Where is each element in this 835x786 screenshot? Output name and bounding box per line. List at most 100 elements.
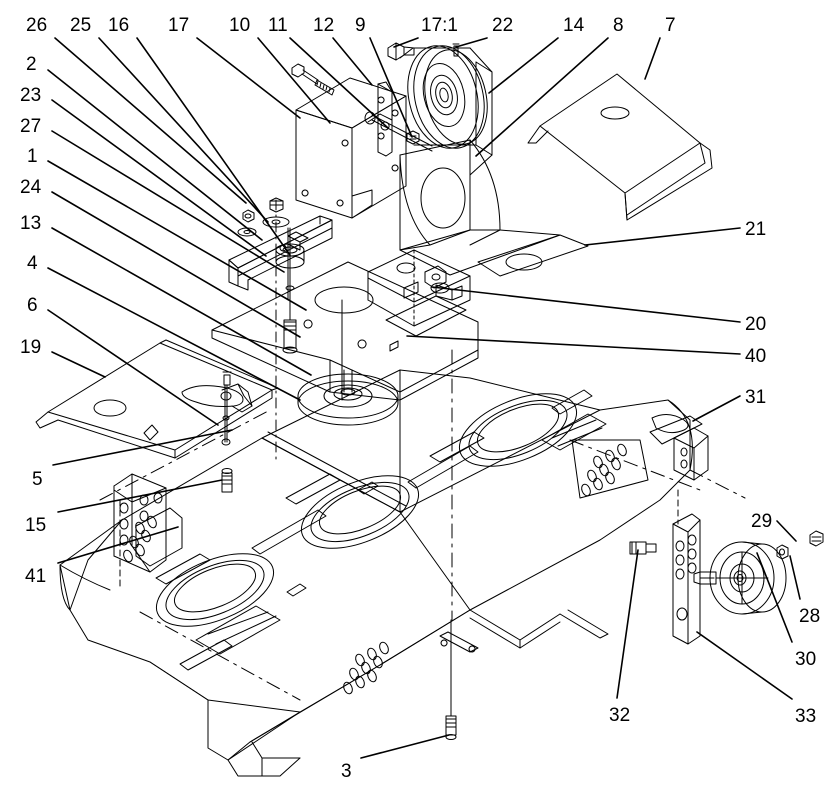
callout-number-17[interactable]: 17 <box>168 15 190 36</box>
spindle-pulley-4 <box>297 369 399 426</box>
leader-line-5 <box>52 429 233 466</box>
leader-line-8 <box>475 37 609 157</box>
callout-number-7[interactable]: 7 <box>665 15 676 36</box>
leader-line-20 <box>431 286 741 323</box>
leader-line-27 <box>51 130 285 273</box>
leader-line-7 <box>644 37 661 80</box>
long-bolt-17 <box>291 63 335 96</box>
callout-number-16[interactable]: 16 <box>108 15 130 36</box>
leader-line-1 <box>47 160 307 311</box>
callout-number-9[interactable]: 9 <box>355 15 366 36</box>
gearbox-housing <box>295 77 407 219</box>
callout-number-14[interactable]: 14 <box>563 15 585 36</box>
bolt-32 <box>629 541 657 555</box>
leader-line-9 <box>369 37 413 138</box>
callout-number-10[interactable]: 10 <box>229 15 251 36</box>
caster-wheel-30 <box>693 541 787 615</box>
upper-support-bracket <box>228 215 333 291</box>
callout-number-40[interactable]: 40 <box>745 346 767 367</box>
leader-line-41 <box>57 526 179 564</box>
callout-number-23[interactable]: 23 <box>20 85 42 106</box>
callout-number-3[interactable]: 3 <box>341 761 352 782</box>
callout-number-6[interactable]: 6 <box>27 295 38 316</box>
callout-number-15[interactable]: 15 <box>25 515 47 536</box>
shroud-fasteners <box>424 234 589 301</box>
phantom-lines <box>99 349 746 701</box>
leader-line-6 <box>47 309 219 426</box>
callout-number-1[interactable]: 1 <box>27 146 38 167</box>
callout-number-13[interactable]: 13 <box>20 213 42 234</box>
center-riser <box>367 249 471 327</box>
belt-shroud-8 <box>399 139 561 276</box>
leader-line-17 <box>196 37 301 119</box>
leader-line-2 <box>47 69 263 241</box>
callout-number-26[interactable]: 26 <box>26 15 48 36</box>
leader-line-21 <box>584 227 741 246</box>
lock-nut-9 <box>406 130 420 145</box>
leader-line-29 <box>776 520 797 542</box>
callout-number-2[interactable]: 2 <box>26 54 37 75</box>
leader-line-16 <box>136 37 291 256</box>
callout-number-8[interactable]: 8 <box>613 15 624 36</box>
callout-number-11[interactable]: 11 <box>268 15 288 36</box>
leader-line-24 <box>51 191 301 338</box>
leader-lines <box>47 37 801 759</box>
callout-number-17-1[interactable]: 17:1 <box>421 15 458 36</box>
leader-line-32 <box>616 549 639 699</box>
leader-line-10 <box>257 37 331 124</box>
callout-number-32[interactable]: 32 <box>609 705 631 726</box>
deck-rear-edge <box>227 741 301 777</box>
leader-line-40 <box>406 335 741 355</box>
callout-number-24[interactable]: 24 <box>20 177 42 198</box>
callout-number-28[interactable]: 28 <box>799 606 821 627</box>
hex-bolt-17-1 <box>387 42 415 61</box>
blade-housing-center <box>300 475 420 549</box>
leader-line-14 <box>488 37 559 94</box>
callout-number-5[interactable]: 5 <box>32 469 43 490</box>
callout-number-19[interactable]: 19 <box>20 337 42 358</box>
washer-29 <box>809 530 824 547</box>
leader-line-30 <box>756 552 793 643</box>
leader-line-25 <box>98 37 269 223</box>
callout-number-29[interactable]: 29 <box>751 511 773 532</box>
leader-line-4 <box>47 267 301 401</box>
leader-line-12 <box>332 37 373 86</box>
leader-line-22 <box>455 37 488 48</box>
deck-ribs <box>155 389 593 597</box>
leader-line-23 <box>51 99 267 257</box>
deck-decals <box>179 413 607 671</box>
leader-line-19 <box>51 351 106 378</box>
leader-line-15 <box>57 479 223 513</box>
callout-number-27[interactable]: 27 <box>20 116 42 137</box>
blade-housing-left <box>155 553 275 627</box>
callout-number-22[interactable]: 22 <box>492 15 514 36</box>
callout-number-21[interactable]: 21 <box>745 219 767 240</box>
callout-number-33[interactable]: 33 <box>795 706 817 727</box>
callout-number-4[interactable]: 4 <box>27 253 38 274</box>
leader-line-26 <box>54 37 247 204</box>
blade-housing-right <box>458 393 578 467</box>
leader-line-13 <box>51 227 312 376</box>
leader-line-33 <box>696 631 793 700</box>
bolt-3 <box>445 619 457 740</box>
callout-number-41[interactable]: 41 <box>25 566 47 587</box>
callout-number-31[interactable]: 31 <box>745 387 767 408</box>
callout-number-30[interactable]: 30 <box>795 649 817 670</box>
hardware-stack <box>237 197 305 354</box>
deck-top-plate <box>211 261 479 401</box>
nut-28 <box>776 544 789 560</box>
callout-number-12[interactable]: 12 <box>313 15 335 36</box>
leader-line-11 <box>289 37 389 129</box>
deck-crossbar <box>261 431 609 653</box>
callout-number-25[interactable]: 25 <box>70 15 92 36</box>
bolt-15 <box>221 468 233 493</box>
deck-perforations <box>123 439 649 695</box>
drive-pulley <box>399 45 493 176</box>
callout-number-20[interactable]: 20 <box>745 314 767 335</box>
leader-line-3 <box>360 734 450 759</box>
left-cover-plate-19 <box>35 339 279 459</box>
caster-arm-33 <box>672 489 701 645</box>
leader-line-31 <box>692 395 741 422</box>
